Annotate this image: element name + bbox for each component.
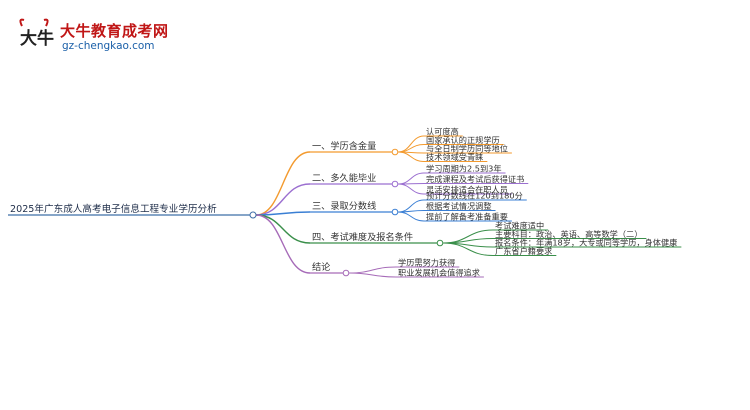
leaf-label: 报名条件：年满18岁，大专或同等学历，身体健康 [495, 238, 677, 248]
leaf-node: 考试难度适中 [493, 221, 549, 231]
branch-node: 四、考试难度及报名条件 [310, 231, 444, 247]
leaf-node: 学习周期为2.5到3年 [424, 164, 506, 174]
logo-url: gz-chengkao.com [62, 40, 155, 52]
leaf-link [397, 172, 425, 185]
leaf-node: 完成课程及考试后获得证书 [424, 174, 529, 184]
leaf-link [348, 266, 397, 274]
leaf-node: 职业发展机会值得追求 [396, 268, 484, 278]
leaf-link [397, 211, 425, 222]
leaf-link [397, 151, 425, 162]
branch-label: 二、多久能毕业 [312, 172, 376, 184]
leaf-node: 提前了解备考准备重要 [424, 212, 512, 222]
leaf-node: 与全日制学历同等地位 [424, 144, 512, 154]
leaf-label: 学历需努力获得 [398, 258, 455, 268]
leaf-label: 技术领域受青睐 [426, 152, 483, 162]
leaf-label: 灵活安排适合在职人员 [426, 185, 508, 195]
branch-label: 结论 [312, 261, 330, 273]
leaf-label: 考试难度适中 [495, 221, 544, 231]
root-label: 2025年广东成人高考电子信息工程专业学历分析 [10, 203, 217, 215]
leaf-link [397, 183, 425, 195]
branch-label: 三、录取分数线 [312, 200, 376, 212]
branch-node: 一、学历含金量 [310, 140, 399, 156]
leaf-node: 广东省户籍要求 [493, 246, 557, 256]
branch-label: 一、学历含金量 [312, 140, 376, 152]
leaf-link [442, 242, 494, 256]
leaf-link [397, 183, 425, 185]
site-logo: 大牛 大牛教育成考网 gz-chengkao.com [14, 14, 174, 56]
leaf-label: 完成课程及考试后获得证书 [426, 174, 524, 184]
leaf-node: 认可度高 [424, 127, 463, 137]
leaf-label: 提前了解备考准备重要 [426, 212, 508, 222]
leaf-node: 根据考试情况调整 [424, 201, 496, 211]
leaf-label: 广东省户籍要求 [495, 246, 552, 256]
bull-logo-icon: 大牛 [19, 18, 54, 49]
leaf-link [442, 238, 494, 244]
logo-mark-text: 大牛 [20, 28, 54, 49]
leaf-label: 国家承认的正规学历 [426, 135, 500, 145]
branch-label: 四、考试难度及报名条件 [312, 231, 413, 243]
root-node: 2025年广东成人高考电子信息工程专业学历分析 [8, 203, 257, 219]
leaf-label: 主要科目：政治、英语、高等数学（二） [495, 229, 642, 239]
branch-node: 三、录取分数线 [310, 200, 399, 216]
leaf-node: 技术领域受青睐 [424, 152, 488, 162]
branch-node: 结论 [310, 261, 350, 277]
leaf-node: 报名条件：年满18岁，大专或同等学历，身体健康 [493, 238, 682, 248]
leaf-node: 主要科目：政治、英语、高等数学（二） [493, 229, 647, 239]
leaf-link [348, 272, 397, 278]
branch-link [255, 151, 311, 216]
leaf-label: 认可度高 [426, 127, 459, 137]
branch-link [255, 214, 311, 274]
leaf-label: 职业发展机会值得追求 [398, 268, 480, 278]
logo-title: 大牛教育成考网 [60, 22, 169, 40]
leaf-label: 根据考试情况调整 [426, 201, 492, 211]
leaf-label: 学习周期为2.5到3年 [426, 164, 502, 174]
leaf-label: 预计分数线在120到180分 [426, 191, 523, 201]
leaf-label: 与全日制学历同等地位 [426, 144, 508, 154]
leaf-node: 灵活安排适合在职人员 [424, 185, 512, 195]
leaf-node: 学历需努力获得 [396, 258, 460, 268]
branch-node: 二、多久能毕业 [310, 172, 399, 188]
leaf-node: 国家承认的正规学历 [424, 135, 504, 145]
branch-link [255, 214, 311, 244]
leaf-link [397, 144, 425, 153]
mindmap-nodes: 2025年广东成人高考电子信息工程专业学历分析 一、学历含金量 认可度高国家承认的… [8, 127, 682, 278]
leaf-node: 预计分数线在120到180分 [424, 191, 527, 201]
mindmap-links [255, 135, 494, 278]
branch-link [255, 183, 311, 216]
leaf-link [397, 135, 425, 153]
